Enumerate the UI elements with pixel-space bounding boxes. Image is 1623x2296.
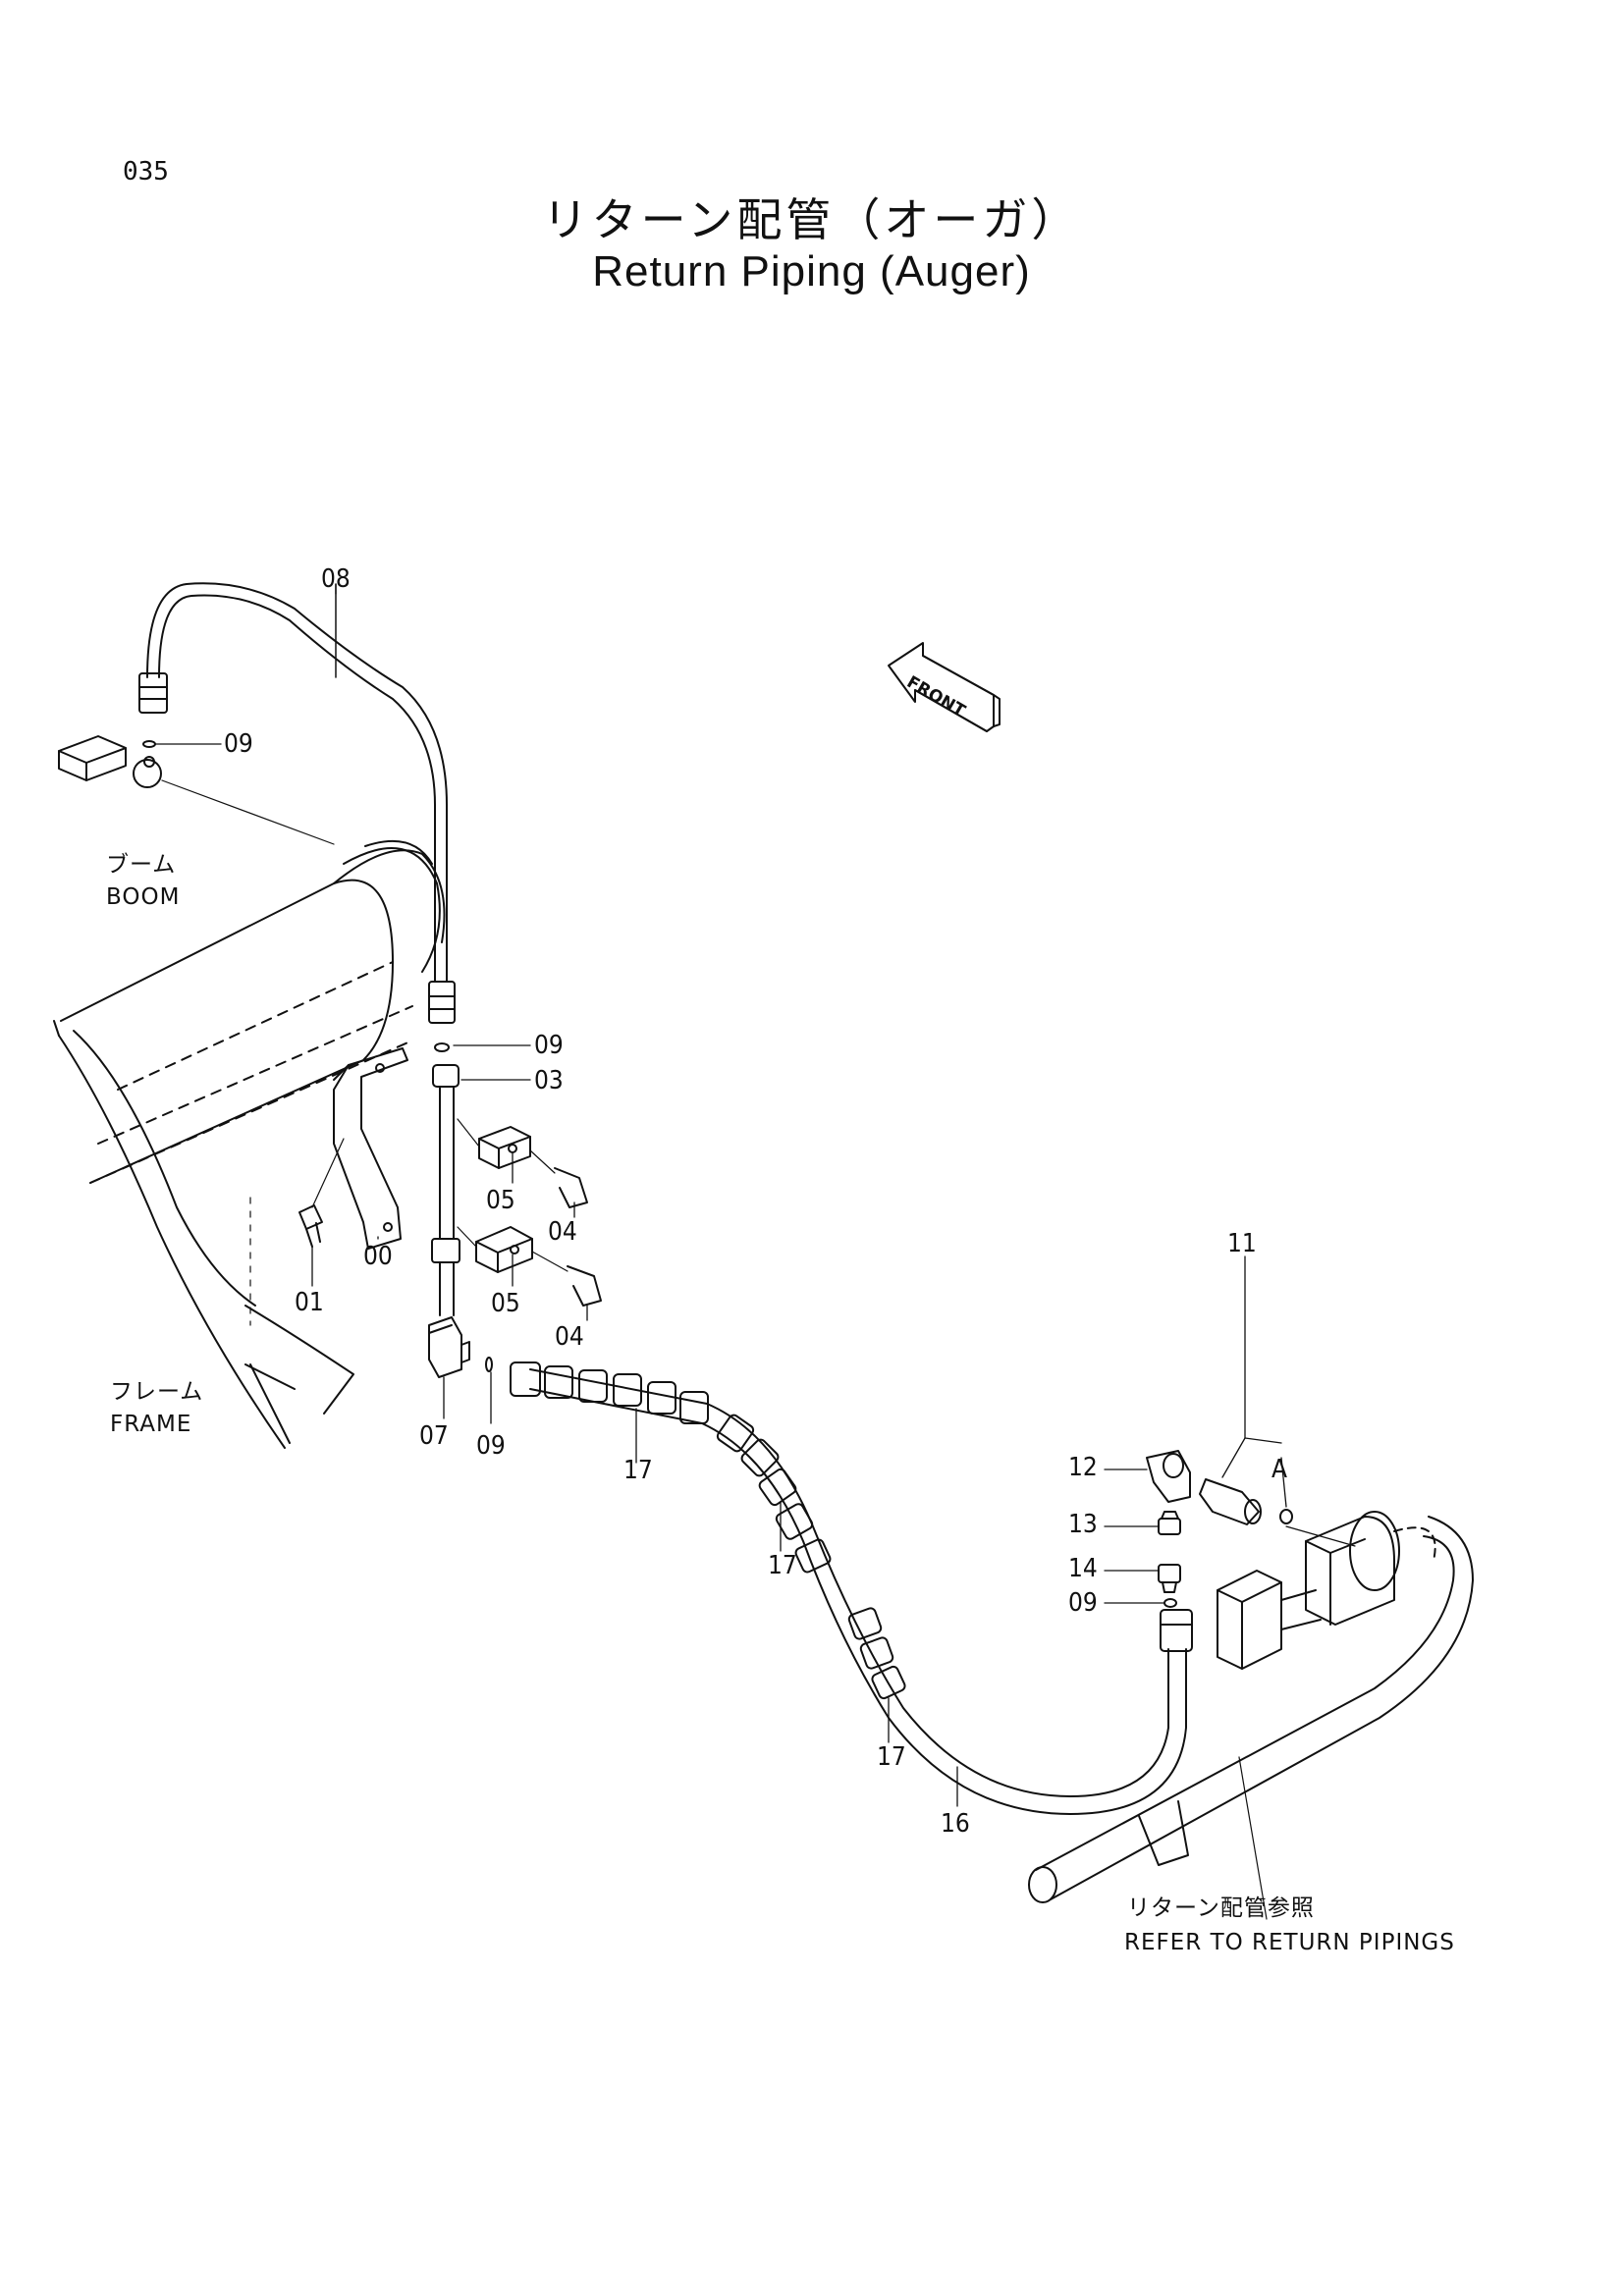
refer-label-en: REFER TO RETURN PIPINGS <box>1124 1930 1455 1955</box>
callout-16: 16 <box>941 1809 970 1839</box>
clamp-05-upper <box>457 1118 531 1169</box>
callout-17-c: 17 <box>877 1742 906 1772</box>
protector-17 <box>510 1362 906 1700</box>
callout-05-lower: 05 <box>491 1289 520 1318</box>
callout-09-elbow: 09 <box>476 1431 506 1461</box>
boom-label-jp: ブーム <box>106 852 177 878</box>
callout-05-upper: 05 <box>486 1186 515 1215</box>
callout-11: 11 <box>1227 1229 1257 1258</box>
callout-09-right: 09 <box>1068 1588 1098 1618</box>
callout-03: 03 <box>534 1066 564 1095</box>
callout-04-upper: 04 <box>548 1217 577 1247</box>
bolt-01 <box>298 1138 345 1248</box>
clamp-05-lower <box>457 1226 533 1273</box>
callout-09-pipe: 09 <box>534 1031 564 1060</box>
front-arrow-icon <box>888 642 1001 732</box>
pipe-03 <box>431 1064 460 1316</box>
callout-13: 13 <box>1068 1510 1098 1539</box>
leader-lines <box>154 583 1287 1807</box>
boom-outline <box>53 839 446 1184</box>
elbow-12 <box>1146 1450 1191 1503</box>
callout-04-lower: 04 <box>555 1322 584 1352</box>
callout-17-a: 17 <box>623 1456 653 1485</box>
callout-07: 07 <box>419 1421 449 1451</box>
valve-block <box>1217 1511 1400 1670</box>
boom-label-en: BOOM <box>106 884 181 910</box>
bolt-04-lower <box>531 1251 602 1307</box>
refer-label-jp: リターン配管参照 <box>1127 1896 1315 1921</box>
callout-01: 01 <box>295 1288 324 1317</box>
return-pipe <box>1028 1516 1474 1920</box>
boom-fitting <box>58 735 335 845</box>
frame-outline <box>58 1030 354 1449</box>
page-number: 035 <box>123 157 169 187</box>
title-english: Return Piping (Auger) <box>592 247 1031 295</box>
bolt-04-upper <box>529 1149 588 1208</box>
title-japanese: リターン配管（オーガ） <box>542 193 1081 246</box>
callout-00: 00 <box>363 1242 393 1271</box>
callout-09-top: 09 <box>224 729 253 759</box>
elbow-07 <box>428 1316 470 1378</box>
bracket-00 <box>333 1047 408 1250</box>
hose-08 <box>138 582 456 1024</box>
frame-label-jp: フレーム <box>110 1379 204 1405</box>
hose-end-fitting <box>1160 1609 1193 1652</box>
callout-14: 14 <box>1068 1554 1098 1583</box>
callout-17-b: 17 <box>768 1551 797 1580</box>
callout-A: A <box>1271 1455 1287 1484</box>
callout-12: 12 <box>1068 1453 1098 1482</box>
connector-11 <box>1199 1478 1262 1525</box>
frame-label-en: FRAME <box>110 1412 192 1437</box>
callout-08: 08 <box>321 564 351 594</box>
